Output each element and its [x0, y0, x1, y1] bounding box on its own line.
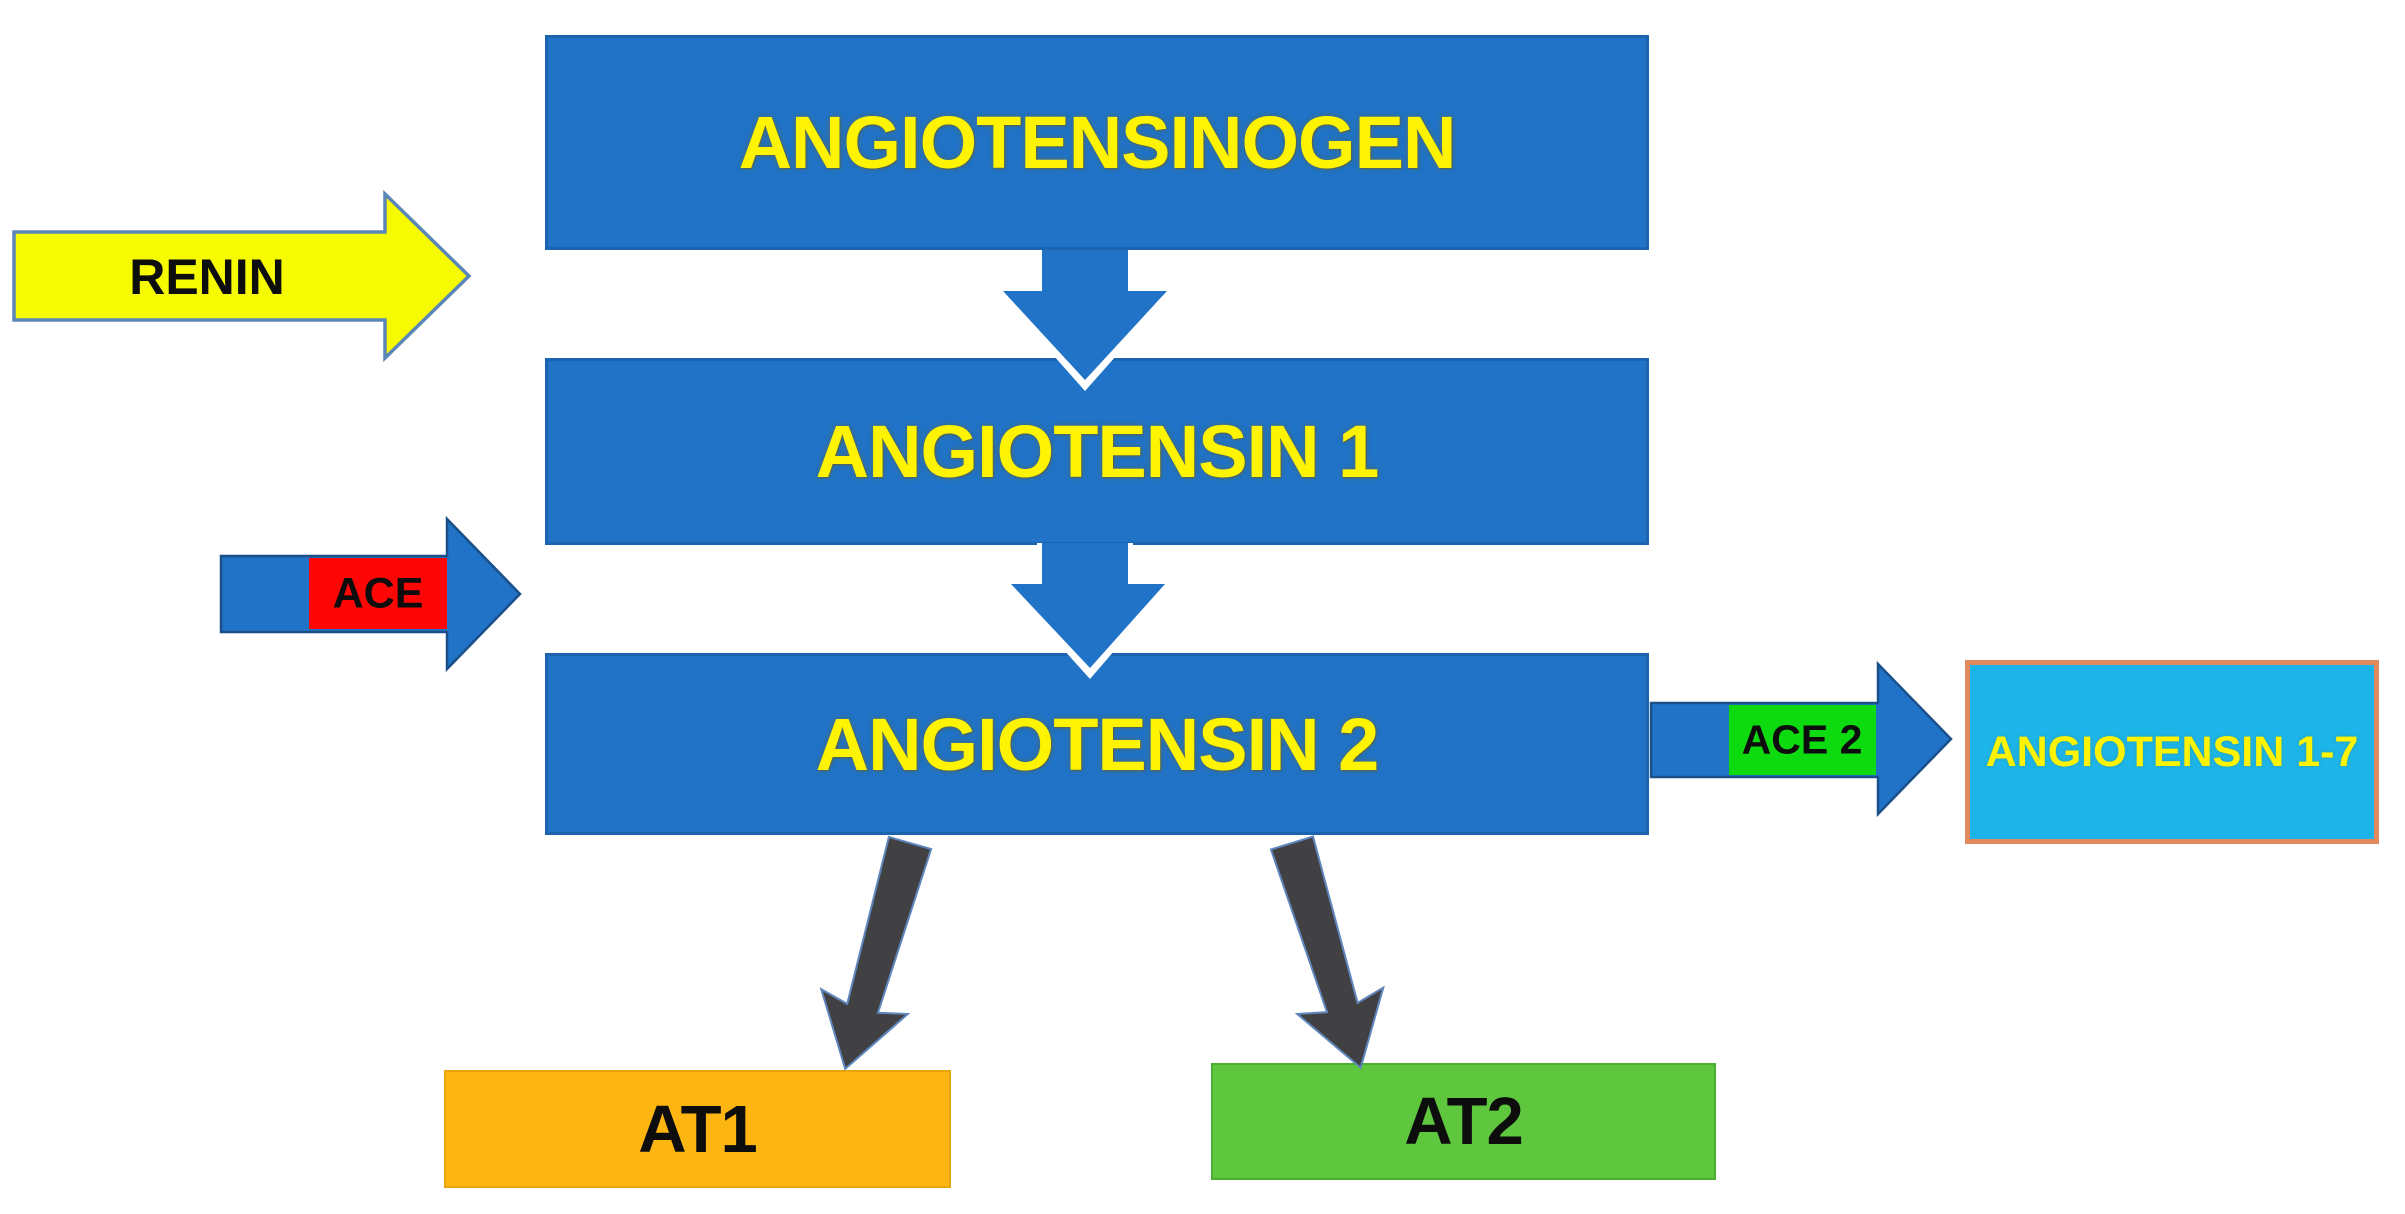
ace-arrow-label: ACE: [332, 569, 424, 618]
down-arrow-2-icon: [1011, 543, 1165, 668]
node-angiotensinogen-label: ANGIOTENSINOGEN: [738, 101, 1457, 184]
ace2-arrow-label: ACE 2: [1741, 716, 1863, 763]
node-angiotensin-1-7-label: ANGIOTENSIN 1-7: [1985, 727, 2359, 776]
dark-arrow-to-at1-icon: [819, 835, 933, 1071]
renin-arrow-label: RENIN: [129, 249, 285, 305]
node-at1-label: AT1: [638, 1091, 758, 1167]
node-angiotensin-1-label: ANGIOTENSIN 1: [815, 410, 1380, 493]
node-at1-receptor: AT1: [444, 1070, 951, 1188]
node-angiotensin-2-label: ANGIOTENSIN 2: [815, 702, 1380, 786]
node-angiotensin-1-7: ANGIOTENSIN 1-7: [1965, 660, 2379, 844]
node-at2-label: AT2: [1404, 1084, 1524, 1159]
node-at2-receptor: AT2: [1211, 1063, 1716, 1180]
dark-arrow-to-at2-icon: [1269, 835, 1385, 1070]
node-angiotensin-1: ANGIOTENSIN 1: [545, 358, 1649, 545]
node-angiotensinogen: ANGIOTENSINOGEN: [545, 35, 1649, 250]
node-angiotensin-2: ANGIOTENSIN 2: [545, 653, 1649, 835]
